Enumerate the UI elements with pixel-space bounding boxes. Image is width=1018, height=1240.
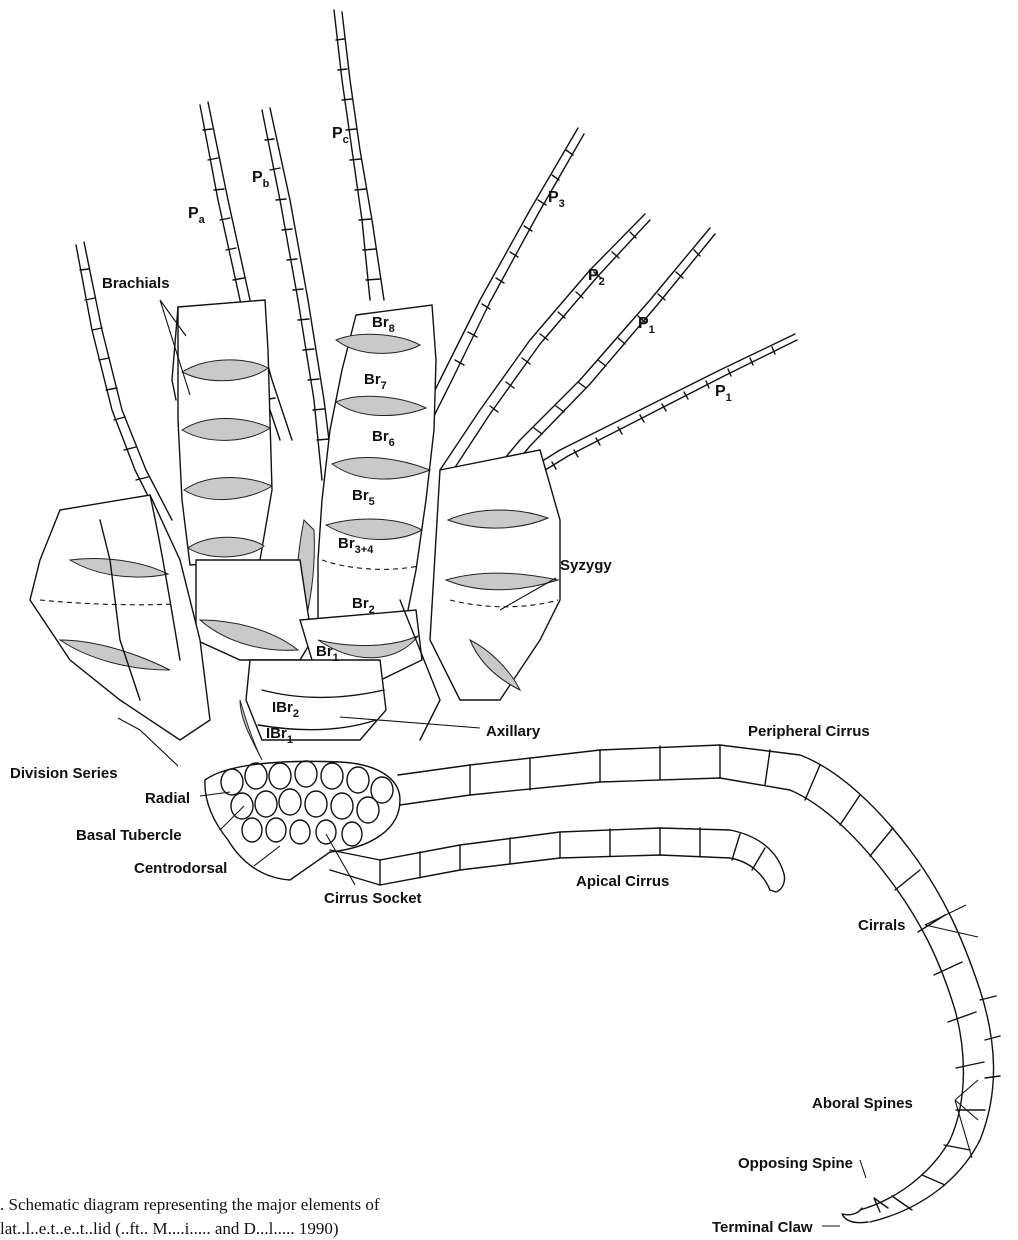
label-basal-tubercle: Basal Tubercle — [76, 827, 182, 844]
peripheral-cirrus — [398, 745, 1000, 1223]
label-pb: Pb — [252, 169, 270, 190]
label-radial: Radial — [145, 790, 190, 807]
label-brachials: Brachials — [102, 275, 170, 292]
figure-caption: . Schematic diagram representing the maj… — [0, 1195, 380, 1238]
apical-cirrus — [330, 828, 785, 892]
label-axillary: Axillary — [486, 723, 541, 740]
label-centrodorsal: Centrodorsal — [134, 860, 227, 877]
label-pa: Pa — [188, 205, 206, 226]
centrodorsal — [205, 761, 400, 880]
label-cirrus-socket: Cirrus Socket — [324, 890, 422, 907]
label-apical-cirrus: Apical Cirrus — [576, 873, 669, 890]
label-terminal-claw: Terminal Claw — [712, 1219, 813, 1236]
left-arm — [172, 300, 272, 565]
label-aboral-spines: Aboral Spines — [812, 1095, 913, 1112]
label-division-series: Division Series — [10, 765, 118, 782]
pinnule-pc — [334, 10, 370, 300]
label-p1-lower: P1 — [715, 383, 732, 404]
label-opposing-spine: Opposing Spine — [738, 1155, 853, 1172]
label-syzygy: Syzygy — [560, 557, 612, 574]
label-peripheral-cirrus: Peripheral Cirrus — [748, 723, 870, 740]
pinnule-pb — [262, 110, 322, 480]
caption-line-2: lat..l..e.t..e..t..lid (..ft.. M....i...… — [0, 1219, 339, 1238]
left-ray — [30, 495, 210, 740]
label-p3: P3 — [548, 189, 565, 210]
label-cirrals: Cirrals — [858, 917, 906, 934]
label-p1-upper: P1 — [638, 315, 655, 336]
label-pc: Pc — [332, 125, 349, 146]
caption-line-1: . Schematic diagram representing the maj… — [0, 1195, 380, 1214]
